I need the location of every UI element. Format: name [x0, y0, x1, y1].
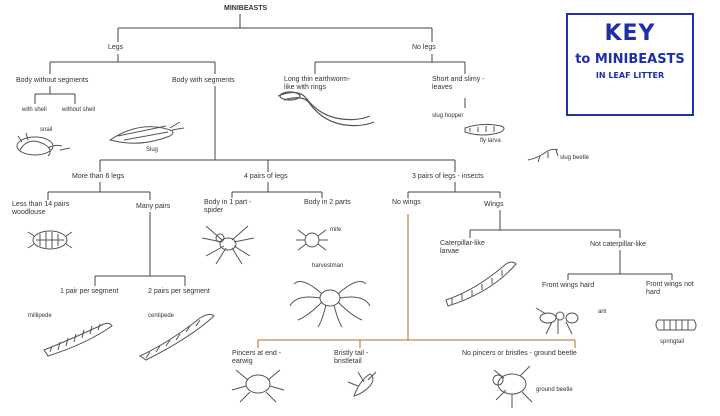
- spider-sketch: [202, 226, 254, 264]
- label-ground-beetle: ground beetle: [536, 386, 573, 394]
- label-fly-larva: fly larva: [480, 137, 501, 145]
- centipede-worm-sketch: [528, 149, 558, 162]
- label-ant: ant: [598, 308, 606, 316]
- node-less-14-pairs: Less than 14 pairs woodlouse: [12, 201, 78, 217]
- node-body-with-segments: Body with segments: [172, 77, 235, 85]
- node-body-2-parts: Body in 2 parts: [304, 199, 364, 207]
- node-not-caterpillar: Not caterpillar-like: [590, 241, 646, 249]
- label-springtail: springtail: [660, 338, 684, 346]
- snail-sketch: [110, 122, 184, 143]
- millipede-sketch: [44, 323, 112, 356]
- node-spider: Body in 1 part - spider: [204, 199, 258, 215]
- node-no-legs: No legs: [412, 44, 436, 52]
- fly-larva-sketch: [465, 124, 504, 135]
- node-caterpillar: Caterpillar-like larvae: [440, 240, 500, 256]
- earthworm-sketch: [278, 92, 374, 126]
- woodlouse-sketch: [28, 231, 72, 249]
- node-more-than-6-legs: More than 6 legs: [72, 173, 124, 181]
- node-short-slimy: Short and slimy - leaves: [432, 76, 502, 92]
- label-millipede: millipede: [28, 312, 52, 320]
- label-slug-beetle: slug beetle: [560, 154, 589, 162]
- label-mite: mite: [330, 226, 341, 234]
- label-slug-hopper: slug hopper: [432, 112, 463, 120]
- centipede-sketch: [140, 314, 214, 360]
- ground-beetle-sketch: [493, 366, 532, 408]
- node-with-shell: with shell: [22, 106, 47, 114]
- bristletail-sketch: [348, 372, 376, 396]
- no-wings-connector: [258, 214, 575, 348]
- node-body-without-segments: Body without segments: [16, 77, 88, 85]
- key-caption: IN LEAF LITTER: [568, 71, 692, 80]
- mite-sketch: [296, 230, 328, 250]
- node-8-legs: 4 pairs of legs: [244, 173, 288, 181]
- node-3-pairs: 3 pairs of legs - insects: [412, 173, 484, 181]
- node-no-wings: No wings: [392, 199, 428, 207]
- harvestman-sketch: [290, 282, 370, 327]
- slug-sketch: [17, 133, 70, 156]
- label-harvestman: harvestman: [312, 262, 343, 270]
- node-front-wings-hard: Front wings hard: [542, 282, 594, 290]
- root-title: MINIBEASTS: [224, 5, 267, 13]
- node-legs: Legs: [108, 44, 123, 52]
- springtail-sketch: [656, 320, 696, 330]
- key-legend-box: KEY to MINIBEASTS IN LEAF LITTER: [566, 13, 694, 116]
- node-wings: Wings: [484, 201, 503, 209]
- earwig-sketch: [232, 370, 284, 402]
- label-slug: Slug: [146, 146, 158, 154]
- node-long-thin: Long thin earthworm-like with rings: [284, 76, 354, 92]
- key-title: KEY: [568, 21, 692, 46]
- node-bristly-tail: Bristly tail - bristletail: [334, 350, 392, 366]
- node-front-wings-not-hard: Front wings not hard: [646, 281, 698, 297]
- caterpillar-sketch: [446, 262, 516, 306]
- node-pincers: Pincers at end - earwig: [232, 350, 290, 366]
- node-no-pincers: No pincers or bristles - ground beetle: [462, 350, 577, 358]
- node-without-shell: without shell: [62, 106, 95, 114]
- node-2-pairs-segment: 2 pairs per segment: [148, 288, 210, 296]
- node-1-pair-segment: 1 pair per segment: [60, 288, 118, 296]
- label-snail: snail: [40, 126, 52, 134]
- ant-sketch: [536, 308, 578, 334]
- label-centipede: centipede: [148, 312, 174, 320]
- key-subtitle: to MINIBEASTS: [568, 52, 692, 67]
- node-many-pairs: Many pairs: [136, 203, 170, 211]
